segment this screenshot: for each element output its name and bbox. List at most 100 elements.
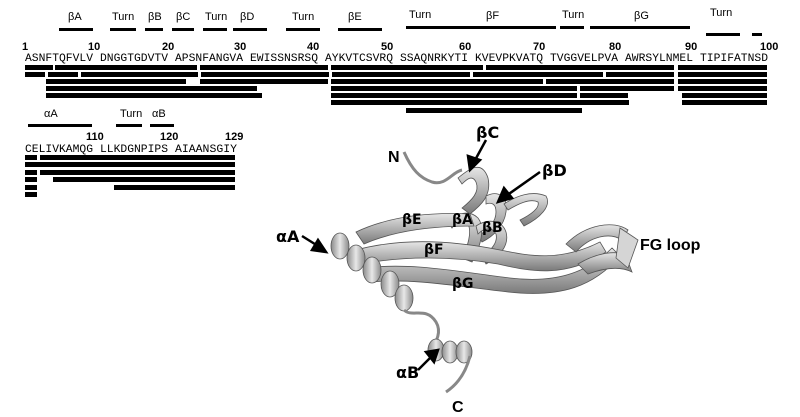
peptide-bar: [606, 72, 674, 77]
label-turn-6: Turn: [710, 7, 732, 19]
peptide-coverage-row2: [25, 155, 235, 197]
label-alpha-a: αA: [44, 108, 58, 120]
label-turn-1: Turn: [112, 11, 134, 23]
label-beta-f: βF: [486, 10, 499, 22]
peptide-bar: [114, 185, 235, 190]
bar-turn-2: [203, 28, 227, 31]
peptide-bar: [678, 65, 767, 70]
bar-turn-3: [286, 28, 320, 31]
peptide-bar: [25, 185, 37, 190]
alpha-a-label: αA: [276, 227, 300, 246]
c-terminus-label: C: [452, 399, 464, 416]
residue-number: 90: [685, 41, 697, 53]
sequence-block: LLKDGNPIPS: [100, 144, 168, 156]
sequence-block: APSNFANGVA: [175, 53, 244, 65]
bar-beta-g: [590, 26, 690, 29]
sequence-block: AYKVTCSVRQ: [325, 53, 393, 65]
peptide-bar: [678, 79, 767, 84]
strand-beta-c: [457, 167, 490, 215]
sequence-row1: ASNFTQFVLV DNGGTGDVTV APSNFANGVA EWISSNS…: [25, 53, 768, 65]
bar-beta-b: [145, 28, 163, 31]
label-beta-c: βC: [176, 11, 190, 23]
fg-loop-label: FG loop: [640, 237, 701, 254]
n-terminal-coil: [402, 151, 463, 185]
residue-number: 30: [234, 41, 246, 53]
bar-beta-e: [338, 28, 382, 31]
protein-ribbon: [330, 151, 639, 394]
structure-labels-row2: αA Turn αB: [44, 108, 166, 120]
peptide-bar: [200, 65, 328, 70]
helix-turn: [380, 270, 400, 298]
sequence-block: TVGGVELPVA: [550, 53, 619, 65]
residue-number: 120: [160, 131, 178, 143]
bar-beta-d: [233, 28, 267, 31]
arrow-beta-d: [505, 170, 541, 198]
sequence-block: AIAANSGIY: [175, 144, 238, 156]
sequence-block: EWISSNSRSQ: [250, 53, 318, 65]
peptide-bar: [48, 72, 78, 77]
label-beta-e: βE: [348, 11, 362, 23]
secondary-structure-bars-row1: [59, 26, 762, 36]
sequence-block: SSAQNRKYTI: [400, 53, 468, 65]
annotation-arrows: [301, 139, 541, 371]
helix-turn: [455, 340, 473, 364]
peptide-bar: [331, 93, 577, 98]
label-turn-4: Turn: [409, 9, 431, 21]
peptide-bar: [81, 72, 198, 77]
residue-number: 50: [381, 41, 393, 53]
helix-turn: [362, 256, 382, 284]
arrow-head: [466, 154, 483, 173]
helix-turn: [346, 244, 366, 272]
peptide-bar: [682, 100, 767, 105]
sequence-block: CELIVKAMQG: [25, 144, 93, 156]
beta-b-label: βB: [482, 220, 503, 236]
sequence-row2: CELIVKAMQG LLKDGNPIPS AIAANSGIY: [25, 144, 238, 156]
bar-turn-4: [406, 26, 432, 29]
secondary-structure-bars-row2: [28, 124, 174, 127]
beta-c-label: βC: [476, 123, 499, 142]
bar-turn-7: [116, 124, 142, 127]
structure-labels-row1: βA Turn βB βC Turn βD Turn βE Turn βF Tu…: [68, 7, 732, 23]
residue-number: 1: [22, 41, 28, 53]
residue-number: 10: [88, 41, 100, 53]
peptide-bar: [25, 72, 45, 77]
peptide-bar: [580, 93, 628, 98]
sequence-block: AWRSYLNMEL: [625, 53, 693, 65]
beta-e-label: βE: [402, 212, 422, 228]
residue-numbers-row1: 1 10 20 30 40 50 60 70 80 90 100: [22, 41, 778, 53]
residue-number: 129: [225, 131, 243, 143]
peptide-bar: [40, 170, 235, 175]
sequence-block: DNGGTGDVTV: [100, 53, 169, 65]
label-turn-3: Turn: [292, 11, 314, 23]
alpha-b-label: αB: [396, 363, 419, 382]
arrow-head: [423, 348, 440, 365]
helix-turn: [330, 232, 350, 260]
peptide-bar: [682, 93, 767, 98]
peptide-bar: [40, 155, 235, 160]
bar-beta-a: [59, 28, 93, 31]
helix-alpha-b: [427, 338, 473, 364]
peptide-bar: [678, 86, 767, 91]
arrow-head: [495, 185, 515, 204]
residue-number: 40: [307, 41, 319, 53]
residue-number: 80: [609, 41, 621, 53]
label-beta-a: βA: [68, 11, 82, 23]
peptide-bar: [25, 162, 235, 167]
beta-f-label: βF: [424, 242, 444, 258]
residue-number: 70: [533, 41, 545, 53]
residue-number: 100: [760, 41, 778, 53]
peptide-bar: [46, 93, 262, 98]
bar-beta-c: [172, 28, 194, 31]
beta-g-label: βG: [452, 276, 474, 292]
c-terminal-coil: [445, 355, 472, 394]
peptide-bar: [473, 72, 603, 77]
residue-numbers-row2: 110 120 129: [86, 131, 243, 143]
bar-beta-f: [432, 26, 556, 29]
label-beta-d: βD: [240, 11, 254, 23]
helix-turn: [394, 284, 414, 312]
peptide-bar: [46, 86, 257, 91]
label-turn-7: Turn: [120, 108, 142, 120]
peptide-bar: [331, 79, 543, 84]
n-terminus-label: N: [388, 149, 400, 166]
label-beta-b: βB: [148, 11, 162, 23]
